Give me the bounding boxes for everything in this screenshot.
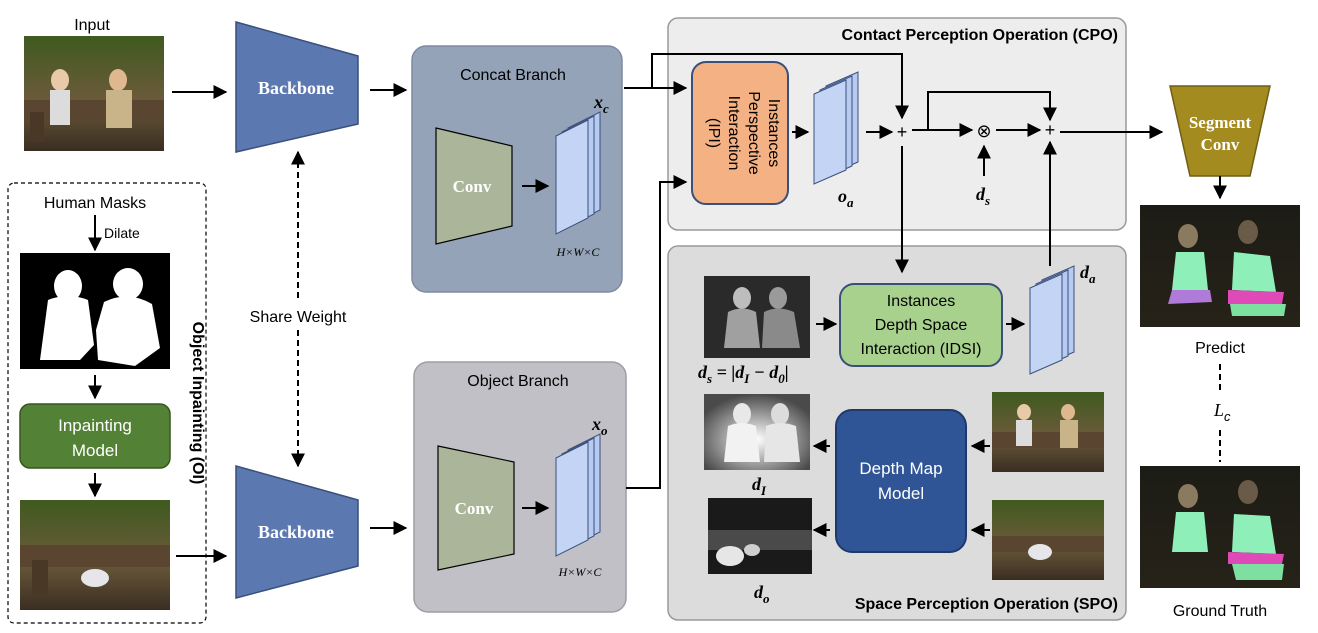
ground-truth-image bbox=[1140, 466, 1300, 588]
svg-text:(IPI): (IPI) bbox=[705, 118, 722, 148]
inpainting-model-label-2: Model bbox=[72, 441, 118, 460]
ipi-box bbox=[691, 61, 789, 205]
share-weight-label: Share Weight bbox=[250, 309, 347, 326]
depth-map-model-label-1: Depth Map bbox=[859, 459, 942, 478]
dI-image bbox=[704, 394, 810, 470]
object-inpainting-box bbox=[7, 182, 207, 624]
concat-branch-label: Concat Branch bbox=[460, 67, 566, 84]
segment-conv bbox=[1169, 85, 1271, 177]
do-label: do bbox=[754, 582, 770, 606]
feature-stack-oa bbox=[813, 71, 859, 185]
input-image bbox=[24, 36, 164, 151]
prediction-image bbox=[1140, 205, 1300, 327]
svg-text:Perspective: Perspective bbox=[745, 91, 762, 175]
hwc-bottom-label: H×W×C bbox=[558, 565, 603, 579]
plus-op-1: + bbox=[897, 122, 908, 142]
conv-top bbox=[435, 127, 513, 245]
plus-op-2: + bbox=[1045, 120, 1056, 140]
spo-title: Space Perception Operation (SPO) bbox=[855, 596, 1118, 613]
feature-stack-xc bbox=[555, 111, 601, 235]
spo-input-image bbox=[992, 392, 1104, 472]
feature-stack-da bbox=[1029, 265, 1075, 375]
object-inpainting-label: Object Inpainting (OI) bbox=[189, 322, 206, 485]
spo-inpainted-image bbox=[992, 500, 1104, 580]
backbone-top-label: Backbone bbox=[258, 78, 334, 98]
depth-map-model-label-2: Model bbox=[878, 484, 924, 503]
conv-top-label: Conv bbox=[453, 177, 492, 196]
idsi-label-1: Instances bbox=[887, 293, 955, 310]
inpainted-image bbox=[20, 500, 170, 610]
ds-formula: ds = |dI − d0| bbox=[698, 362, 789, 386]
ipi-label: Instances Perspective Interaction (IPI) bbox=[705, 91, 782, 175]
ds-label: ds bbox=[976, 184, 990, 208]
feature-stack-xo bbox=[555, 433, 601, 557]
segment-conv-label-2: Conv bbox=[1201, 135, 1240, 154]
human-masks-label: Human Masks bbox=[44, 195, 146, 212]
ds-image bbox=[704, 276, 810, 358]
backbone-bottom bbox=[235, 465, 359, 599]
object-branch-label: Object Branch bbox=[467, 373, 568, 390]
svg-text:Interaction: Interaction bbox=[725, 96, 742, 171]
inpainting-model-label-1: Inpainting bbox=[58, 416, 132, 435]
backbone-top bbox=[235, 21, 359, 153]
dilate-label: Dilate bbox=[104, 225, 140, 241]
loss-label: Lc bbox=[1213, 400, 1231, 424]
idsi-box bbox=[839, 283, 1003, 367]
hwc-top-label: H×W×C bbox=[556, 245, 601, 259]
conv-bottom-label: Conv bbox=[455, 499, 494, 518]
do-image bbox=[708, 498, 812, 574]
xc-label: xc bbox=[593, 92, 609, 116]
inpainting-model-box bbox=[19, 403, 171, 469]
svg-text:Instances: Instances bbox=[765, 99, 782, 167]
conv-bottom bbox=[437, 445, 515, 571]
segment-conv-label-1: Segment bbox=[1189, 113, 1252, 132]
dI-label: dI bbox=[752, 474, 767, 498]
human-mask-image bbox=[20, 253, 170, 369]
ground-truth-label: Ground Truth bbox=[1173, 603, 1267, 620]
backbone-bottom-label: Backbone bbox=[258, 522, 334, 542]
xo-label: xo bbox=[591, 414, 608, 438]
oa-label: oa bbox=[838, 186, 854, 210]
da-label: da bbox=[1080, 262, 1096, 286]
predict-label: Predict bbox=[1195, 340, 1245, 357]
cpo-title: Contact Perception Operation (CPO) bbox=[842, 27, 1118, 44]
depth-map-model-box bbox=[835, 409, 967, 553]
idsi-label-3: Interaction (IDSI) bbox=[861, 341, 982, 358]
input-label: Input bbox=[74, 17, 110, 34]
multiply-op: ⊗ bbox=[976, 121, 991, 141]
idsi-label-2: Depth Space bbox=[875, 317, 968, 334]
